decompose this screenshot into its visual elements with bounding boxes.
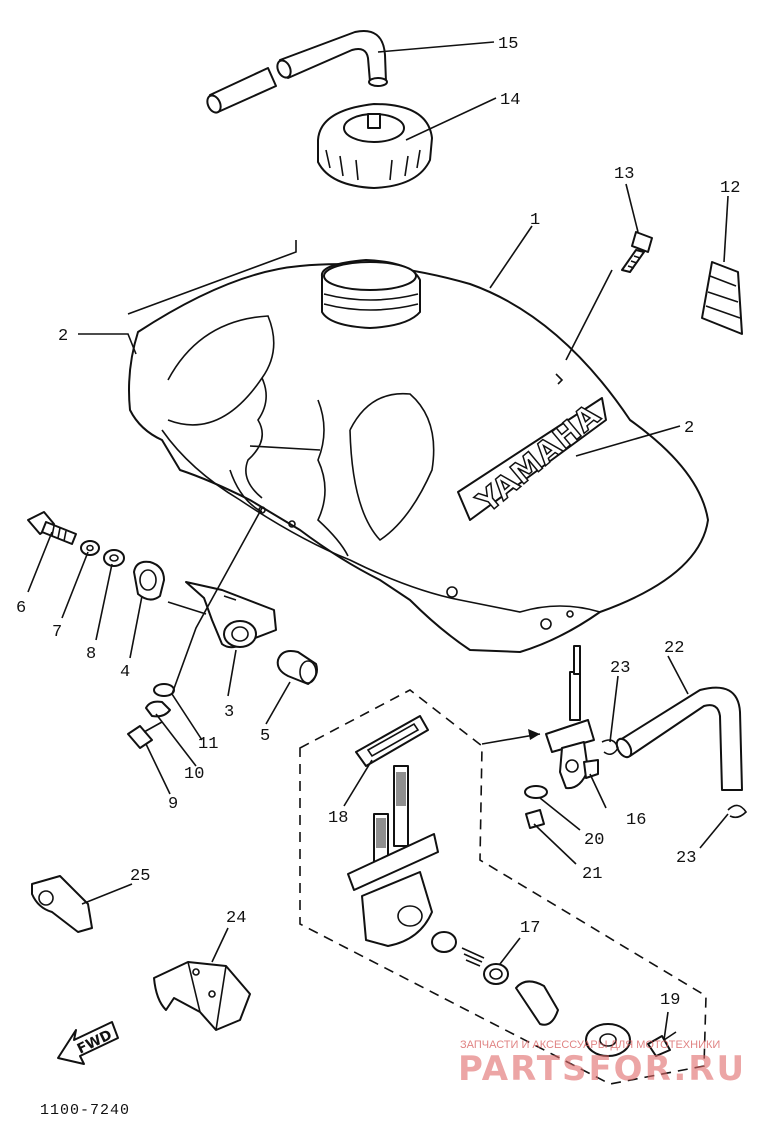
detail-small-parts [431,931,631,1057]
clip-part-23a [601,739,619,756]
fuel-tank-part-1: YAMAHA [128,259,709,653]
bracket-part-3 [185,581,277,649]
callout-labels: 15 14 13 12 1 2 2 6 7 8 4 3 5 11 10 9 18… [16,35,740,1010]
callout-4: 4 [120,663,130,682]
callout-19: 19 [660,991,680,1010]
callout-7: 7 [52,623,62,642]
callout-22: 22 [664,639,684,658]
washer-part-7 [80,540,100,556]
watermark-tagline: ЗАПЧАСТИ И АКСЕССУАРЫ ДЛЯ МОТОТЕХНИКИ [460,1039,720,1051]
gasket-part-18 [355,715,429,767]
clip-part-23b [727,804,748,819]
callout-11: 11 [198,735,218,754]
fuel-cock-part-16 [545,645,599,790]
callout-23-bottom: 23 [676,849,696,868]
callout-13: 13 [614,165,634,184]
detail-pointer-arrowhead [528,729,540,740]
callout-2-right: 2 [684,419,694,438]
callout-15: 15 [498,35,518,54]
callout-17: 17 [520,919,540,938]
screw-part-21 [525,809,545,829]
callout-21: 21 [582,865,602,884]
callout-16: 16 [626,811,646,830]
holder-part-25 [31,875,93,933]
screw-part-19 [647,1031,677,1057]
callout-12: 12 [720,179,740,198]
detail-outline [299,689,707,1085]
fuel-cap-part-14 [317,103,433,189]
callout-25: 25 [130,867,150,886]
callout-24: 24 [226,909,246,928]
callout-5: 5 [260,727,270,746]
washer-part-11 [153,683,175,697]
callout-23-top: 23 [610,659,630,678]
bolt-part-6 [27,511,77,545]
collar-part-5 [276,650,318,685]
callout-8: 8 [86,645,96,664]
screw-part-9 [127,721,163,749]
fuel-hose-part-22 [615,686,743,791]
clip-part-10 [145,700,171,718]
fuel-cock-body-detail [347,765,439,947]
callout-14: 14 [500,91,520,110]
damper-part-4 [133,560,165,601]
breather-hose-part-15 [206,30,388,114]
callout-6: 6 [16,599,26,618]
washer-part-8 [103,549,125,567]
callout-2-left: 2 [58,327,68,346]
callout-10: 10 [184,765,204,784]
watermark: ЗАПЧАСТИ И АКСЕССУАРЫ ДЛЯ МОТОТЕХНИКИ PA… [458,1039,746,1089]
watermark-logo: PARTSFOR.RU [458,1049,746,1089]
leader-lines [27,41,729,1041]
callout-3: 3 [224,703,234,722]
callout-9: 9 [168,795,178,814]
screw-part-13 [621,231,653,273]
washer-part-20 [524,785,548,799]
diagram-reference-code: 1100-7240 [40,1102,130,1119]
damper-part-12 [701,261,743,335]
bracket-part-24 [153,961,251,1031]
callout-1: 1 [530,211,540,230]
o-ring-part-17 [483,963,509,985]
callout-18: 18 [328,809,348,828]
callout-20: 20 [584,831,604,850]
forward-direction-arrow: FWD [57,1021,119,1065]
